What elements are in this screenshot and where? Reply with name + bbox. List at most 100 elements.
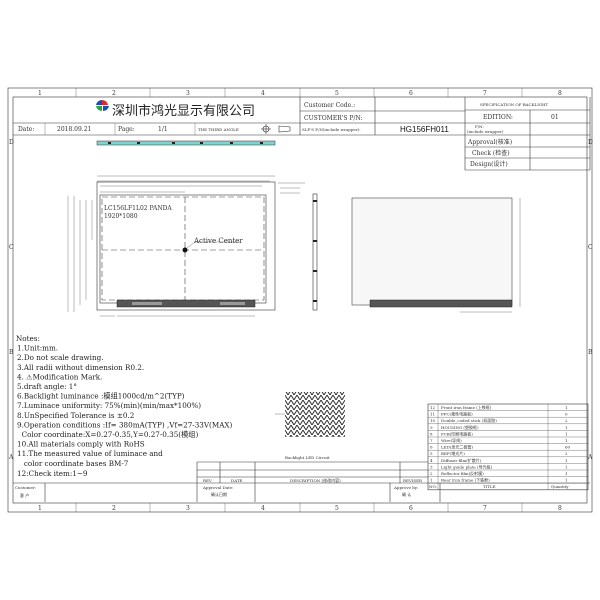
third-angle-projection-icon <box>261 124 291 134</box>
col-label: 2 <box>112 505 116 512</box>
note-item: 9.Operation conditions :If= 380mA(TYP) ,… <box>17 420 233 429</box>
bom-row-qty: 0 <box>565 412 568 417</box>
page-label: Page: <box>118 126 135 133</box>
bom-row-qty: 1 <box>565 478 568 483</box>
company-logo-icon <box>96 99 109 112</box>
bom-row-qty: 1 <box>565 431 568 436</box>
description-header: DESCRIPTION (修改内容) <box>290 477 341 483</box>
date-header: DATE <box>231 478 243 483</box>
approve-by-label: Approve by: <box>393 485 418 490</box>
bom-row-qty: 1 <box>565 405 568 410</box>
col-label: 7 <box>483 90 487 97</box>
bom-row-title: Rear iron frame (下铁框) <box>441 477 490 483</box>
bom-row-qty: 2 <box>565 451 568 456</box>
customer-pn-label: CUSTOMER'S P/N: <box>304 115 363 122</box>
bom-row-qty: 60 <box>565 445 571 450</box>
slf-pn-label: SLF'S P/N(include wrapper): <box>302 127 361 132</box>
customer-label: Customer: <box>15 485 36 490</box>
panel-resolution: 1920*1080 <box>104 213 138 220</box>
bom-row-qty: 1 <box>565 425 568 430</box>
bom-row-title: Light guide plate (导光板) <box>441 463 493 469</box>
led-circuit-diagram: Backlight LED Circuit <box>275 392 345 460</box>
row-label: D <box>9 139 14 146</box>
date-label: Date: <box>18 126 34 133</box>
column-markers: 1 2 3 4 5 6 7 8 1 2 3 4 5 6 7 8 <box>38 88 562 512</box>
row-label: A <box>8 454 14 461</box>
col-label: 7 <box>483 505 487 512</box>
bom-row-title: BEF(增光片) <box>441 450 465 456</box>
col-label: 5 <box>335 505 339 512</box>
check-label: Check (检查) <box>472 149 510 157</box>
title-block: 深圳市鸿光显示有限公司 Customer Code.: CUSTOMER'S P… <box>13 97 591 171</box>
bom-row-no: 7 <box>430 438 433 443</box>
bom-row-title: Reflector film(反射膜) <box>441 470 484 476</box>
bom-row-no: 10 <box>430 418 436 423</box>
edition-label: EDITION: <box>483 114 513 121</box>
date-value: 2018.09.21 <box>57 126 91 133</box>
edition-value: 01 <box>551 114 559 121</box>
approve-by-cn: 确 认 <box>402 491 411 497</box>
bom-row-title: PCB(印刷电路板) <box>441 430 473 436</box>
note-item: 1.Unit:mm. <box>17 344 58 353</box>
bom-header-no: NO. <box>429 484 437 489</box>
bom-row-qty: 1 <box>565 464 568 469</box>
bom-row-title: Front iron frame (上铁框) <box>441 404 492 410</box>
col-label: 3 <box>186 90 190 97</box>
design-label: Design(设计) <box>470 160 508 168</box>
bom-row-title: Double_coded stick (双面胶) <box>441 417 497 423</box>
bom-row-no: 2 <box>430 471 433 476</box>
row-label: A <box>587 454 593 461</box>
side-view <box>278 182 318 311</box>
bom-row-no: 12 <box>430 405 436 410</box>
panel-model: LC156LF1L02 PANDA <box>104 205 172 212</box>
bom-row-qty: 1 <box>565 471 568 476</box>
bom-row-qty: 1 <box>565 458 568 463</box>
bom-row-no: 1 <box>430 478 433 483</box>
pn-label: P/N: <box>475 124 484 129</box>
notes: Notes: 1.Unit:mm. 2.Do not scale drawing… <box>16 334 233 478</box>
row-label: C <box>9 244 14 251</box>
col-label: 4 <box>261 90 265 97</box>
bom-row-title: FPC(柔性电路板) <box>441 411 473 417</box>
approval-label: Approval(核准) <box>467 138 512 146</box>
rev-header: REV <box>203 478 212 483</box>
bom-row-no: 3 <box>430 464 433 469</box>
bom-row-no: 9 <box>430 425 433 430</box>
bom-row-qty: 1 <box>565 438 568 443</box>
col-label: 2 <box>112 90 116 97</box>
approval-date-label: Approval Date: <box>202 485 233 490</box>
note-item: 5.draft angle: 1° <box>17 382 77 391</box>
row-label: D <box>588 139 593 146</box>
note-item: color coordinate bases BM-7 <box>17 459 129 468</box>
active-center-label: Active Center <box>193 237 243 245</box>
notes-heading: Notes: <box>16 334 40 343</box>
projection-label: THE THIRD ANGLE <box>198 127 239 132</box>
row-label: B <box>9 349 14 356</box>
note-item: 7.Luminace uniformity: 75%(min)(min/max*… <box>17 401 201 410</box>
col-label: 1 <box>38 505 42 512</box>
bom-header-qty: Quantity <box>551 484 569 489</box>
note-item: 2.Do not scale drawing. <box>17 353 104 362</box>
bom-row-title: Diffuser film(扩散片) <box>441 457 482 463</box>
note-item: 4. ⚠Modification Mark. <box>17 372 102 381</box>
col-label: 8 <box>558 90 562 97</box>
bom-row-title: LED(发光二极管) <box>441 444 473 450</box>
pn-sub: (include wrapper) <box>467 129 504 134</box>
col-label: 6 <box>409 90 413 97</box>
led-circuit-label: Backlight LED Circuit <box>285 455 330 460</box>
note-item: 8.UnSpecified Tolerance is ±0.2 <box>17 411 134 420</box>
col-label: 5 <box>335 90 339 97</box>
customer-cn: 客 户 <box>20 492 29 498</box>
bom-row-no: 8 <box>430 431 433 436</box>
col-label: 4 <box>261 505 265 512</box>
note-item: 11.The measured value of luminace and <box>17 449 163 458</box>
bom-row-title: HOUSING (塑胶框) <box>441 424 479 430</box>
row-label: B <box>588 349 593 356</box>
bom-header-title: TITLE <box>483 484 496 489</box>
col-label: 3 <box>186 505 190 512</box>
col-label: 6 <box>409 505 413 512</box>
row-label: C <box>588 244 593 251</box>
rear-view <box>351 197 521 313</box>
